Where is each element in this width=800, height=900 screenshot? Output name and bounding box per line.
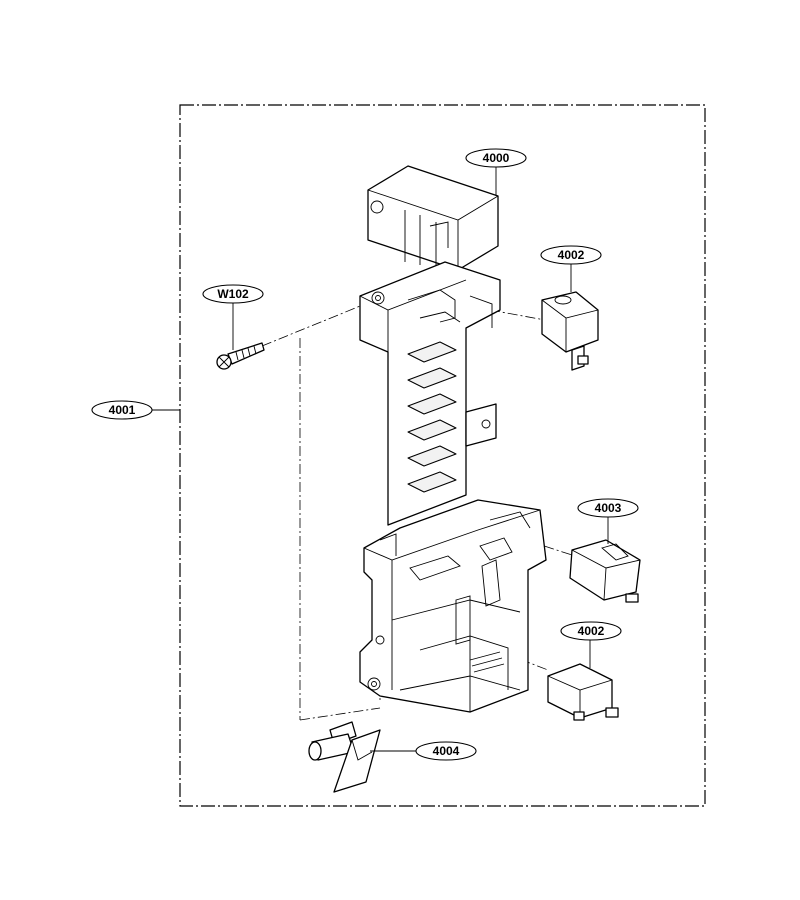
part-W102-screw [216, 342, 265, 370]
part-4002-switch-lower [547, 663, 619, 721]
part-4000-frame [359, 165, 547, 713]
callout-label-4002-upper: 4002 [558, 248, 585, 262]
callout-label-4000: 4000 [483, 151, 510, 165]
ladder-slots [407, 341, 457, 493]
leader-lines [232, 167, 609, 752]
callout-4002-upper: 4002 [540, 245, 602, 265]
callout-label-4001: 4001 [109, 403, 136, 417]
callout-4001: 4001 [91, 400, 153, 420]
callout-label-W102: W102 [217, 287, 249, 301]
callout-4003: 4003 [577, 498, 639, 518]
assembly-border [179, 104, 706, 807]
callout-4002-lower: 4002 [560, 621, 622, 641]
callout-label-4004: 4004 [433, 744, 460, 758]
callout-4000: 4000 [465, 148, 527, 168]
callout-W102: W102 [202, 284, 264, 304]
part-4002-switch-upper [541, 291, 599, 371]
callout-label-4003: 4003 [595, 501, 622, 515]
callout-4004: 4004 [415, 741, 477, 761]
callout-label-4002-lower: 4002 [578, 624, 605, 638]
part-4003-switch-middle [569, 539, 641, 603]
part-4004-lever [308, 721, 381, 793]
